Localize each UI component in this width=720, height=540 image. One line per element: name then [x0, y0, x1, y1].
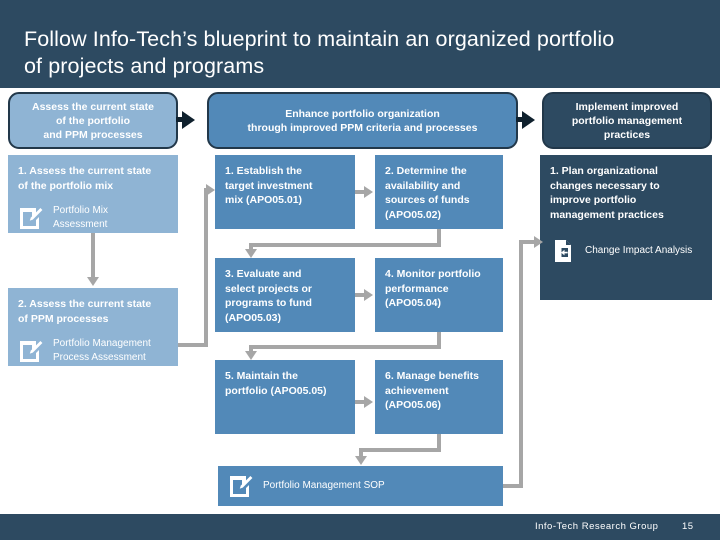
mid-step-box-3: 3. Evaluate and select projects or progr… — [215, 258, 355, 332]
footer-source-label: Info-Tech Research Group — [535, 521, 659, 532]
connector-arrowhead-m2-m3 — [245, 249, 257, 258]
phase-pill-enhance: Enhance portfolio organization through i… — [207, 92, 518, 149]
connector-arrowhead-m4-m5 — [245, 351, 257, 360]
mid-step-5-title: 5. Maintain the portfolio (APO05.05) — [225, 370, 327, 397]
left-step-box-2: 2. Assess the current state of PPM proce… — [8, 288, 178, 366]
mid-step-box-4: 4. Monitor portfolio performance (APO05.… — [375, 258, 503, 332]
connector-right-riser — [519, 240, 523, 488]
document-arrow-icon — [550, 238, 576, 264]
connector-m4-to-m5-horizontal — [249, 345, 441, 349]
sop-deliverable-box: Portfolio Management SOP — [218, 466, 503, 506]
phase-arrow-icon-2 — [522, 111, 535, 129]
connector-sop-right-stub — [503, 484, 523, 488]
mid-step-box-6: 6. Manage benefits achievement (APO05.06… — [375, 360, 503, 434]
left-step-2-deliverable-label: Portfolio Management Process Assessment — [53, 338, 151, 363]
edit-document-icon — [18, 338, 44, 364]
connector-m2-drop — [437, 229, 441, 247]
left-step-2-title: 2. Assess the current state of PPM proce… — [18, 298, 152, 325]
connector-m2-to-m3-horizontal — [249, 243, 441, 247]
sop-deliverable-label: Portfolio Management SOP — [263, 480, 385, 492]
footer-band — [0, 514, 720, 540]
connector-arrowhead-m3-m4 — [364, 289, 373, 301]
right-step-box-1: 1. Plan organizational changes necessary… — [540, 155, 712, 300]
connector-sop-riser — [359, 448, 363, 458]
right-step-1-deliverable-label: Change Impact Analysis — [585, 245, 693, 257]
connector-arrowhead-m5-m6 — [364, 396, 373, 408]
edit-document-icon — [228, 473, 254, 499]
mid-step-2-title: 2. Determine the availability and source… — [385, 165, 470, 221]
connector-arrowhead-m1-m2 — [364, 186, 373, 198]
mid-step-1-title: 1. Establish the target investment mix (… — [225, 165, 313, 206]
phase-pill-assess: Assess the current state of the portfoli… — [8, 92, 178, 149]
mid-step-6-title: 6. Manage benefits achievement (APO05.06… — [385, 370, 479, 411]
connector-m3-riser — [249, 243, 253, 251]
left-step-1-title: 1. Assess the current state of the portf… — [18, 165, 152, 192]
connector-arrowhead-l1-l2 — [87, 277, 99, 286]
mid-step-4-title: 4. Monitor portfolio performance (APO05.… — [385, 268, 481, 309]
sop-deliverable: Portfolio Management SOP — [228, 473, 385, 499]
connector-m5-to-m6 — [355, 400, 366, 404]
connector-into-r1 — [519, 240, 540, 244]
phase-connector-stem-1 — [176, 117, 184, 122]
connector-m5-riser — [249, 345, 253, 353]
left-step-1-deliverable: Portfolio Mix Assessment — [18, 204, 168, 231]
connector-m6-to-sop-horizontal — [359, 448, 441, 452]
connector-l2-riser — [204, 188, 208, 347]
mid-step-box-5: 5. Maintain the portfolio (APO05.05) — [215, 360, 355, 434]
edit-document-icon — [18, 205, 44, 231]
right-step-1-deliverable: Change Impact Analysis — [550, 238, 702, 264]
connector-m4-drop — [437, 332, 441, 349]
page-title: Follow Info-Tech’s blueprint to maintain… — [24, 27, 615, 78]
mid-step-box-2: 2. Determine the availability and source… — [375, 155, 503, 229]
connector-l2-right-stub — [178, 343, 208, 347]
phase-pill-implement: Implement improved portfolio management … — [542, 92, 712, 149]
phase-connector-stem-2 — [516, 117, 524, 122]
connector-m6-drop — [437, 434, 441, 452]
connector-m3-to-m4 — [355, 293, 366, 297]
connector-arrowhead-into-r1 — [534, 236, 543, 248]
left-step-1-deliverable-label: Portfolio Mix Assessment — [53, 205, 109, 230]
phase-arrow-icon-1 — [182, 111, 195, 129]
header-band — [0, 0, 720, 88]
left-step-box-1: 1. Assess the current state of the portf… — [8, 155, 178, 233]
mid-step-3-title: 3. Evaluate and select projects or progr… — [225, 268, 312, 324]
connector-l1-to-l2 — [91, 233, 95, 277]
mid-step-box-1: 1. Establish the target investment mix (… — [215, 155, 355, 229]
footer-page-number: 15 — [682, 521, 694, 532]
right-step-1-title: 1. Plan organizational changes necessary… — [550, 165, 664, 221]
connector-m1-to-m2 — [355, 190, 366, 194]
connector-arrowhead-into-m1 — [206, 184, 215, 196]
connector-arrowhead-m6-sop — [355, 456, 367, 465]
left-step-2-deliverable: Portfolio Management Process Assessment — [18, 337, 168, 364]
